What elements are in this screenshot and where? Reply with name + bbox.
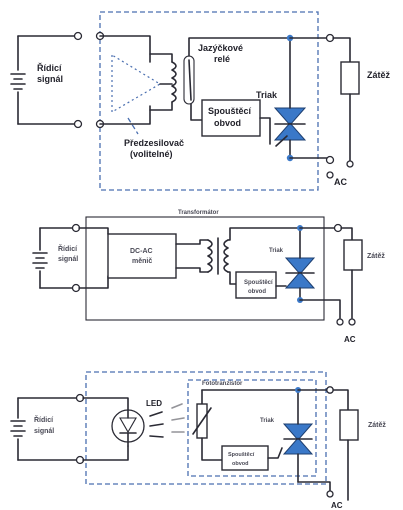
trigger-circuit-box — [201, 99, 261, 137]
triac-1 — [273, 37, 307, 159]
input-terminal — [73, 31, 83, 41]
d1-load: Zátěž — [367, 70, 391, 80]
trigger-2-box — [235, 271, 277, 299]
diagram-transformer — [32, 216, 363, 326]
led — [111, 409, 145, 447]
diagram-phototransistor — [10, 371, 359, 501]
diagram-reed-relay — [10, 11, 360, 191]
preamp-triangle — [111, 53, 162, 114]
d2-ac: AC — [344, 335, 356, 344]
d3-led: LED — [146, 399, 162, 408]
output-section-outline — [187, 379, 317, 477]
dc-ac-converter-box — [107, 233, 177, 279]
d1-triac: Triak — [256, 90, 278, 100]
phototransistor-module-outline — [85, 371, 327, 485]
d3-phototransistor-title: Fototranzistor — [202, 381, 243, 387]
transformer-module-outline — [85, 216, 325, 321]
light-emission — [149, 403, 185, 438]
d3-triac: Triak — [260, 418, 275, 424]
triac-3 — [282, 389, 314, 483]
d2-load: Zátěž — [367, 253, 385, 260]
control-battery-2 — [32, 227, 48, 289]
d2-transformer-title: Transformátor — [178, 210, 219, 216]
d1-preamp: Předzesilovač(volitelné) — [124, 138, 184, 159]
d3-ac: AC — [331, 501, 343, 510]
transformer-coils — [207, 237, 229, 275]
d2-triac: Triak — [269, 248, 284, 254]
preamp-pointer — [127, 117, 139, 135]
input-terminal — [73, 119, 83, 129]
d3-load: Zátěž — [368, 422, 386, 429]
control-battery-1 — [10, 35, 26, 125]
reed-relay-coil — [149, 53, 195, 111]
load-1 — [340, 61, 360, 95]
reed-relay-module-outline — [99, 11, 319, 191]
photo-resistor — [192, 389, 223, 461]
d1-ac: AC — [334, 177, 347, 187]
load-2 — [343, 239, 363, 271]
load-3 — [339, 409, 359, 441]
triac-2 — [284, 227, 316, 301]
control-battery-3 — [10, 397, 26, 461]
